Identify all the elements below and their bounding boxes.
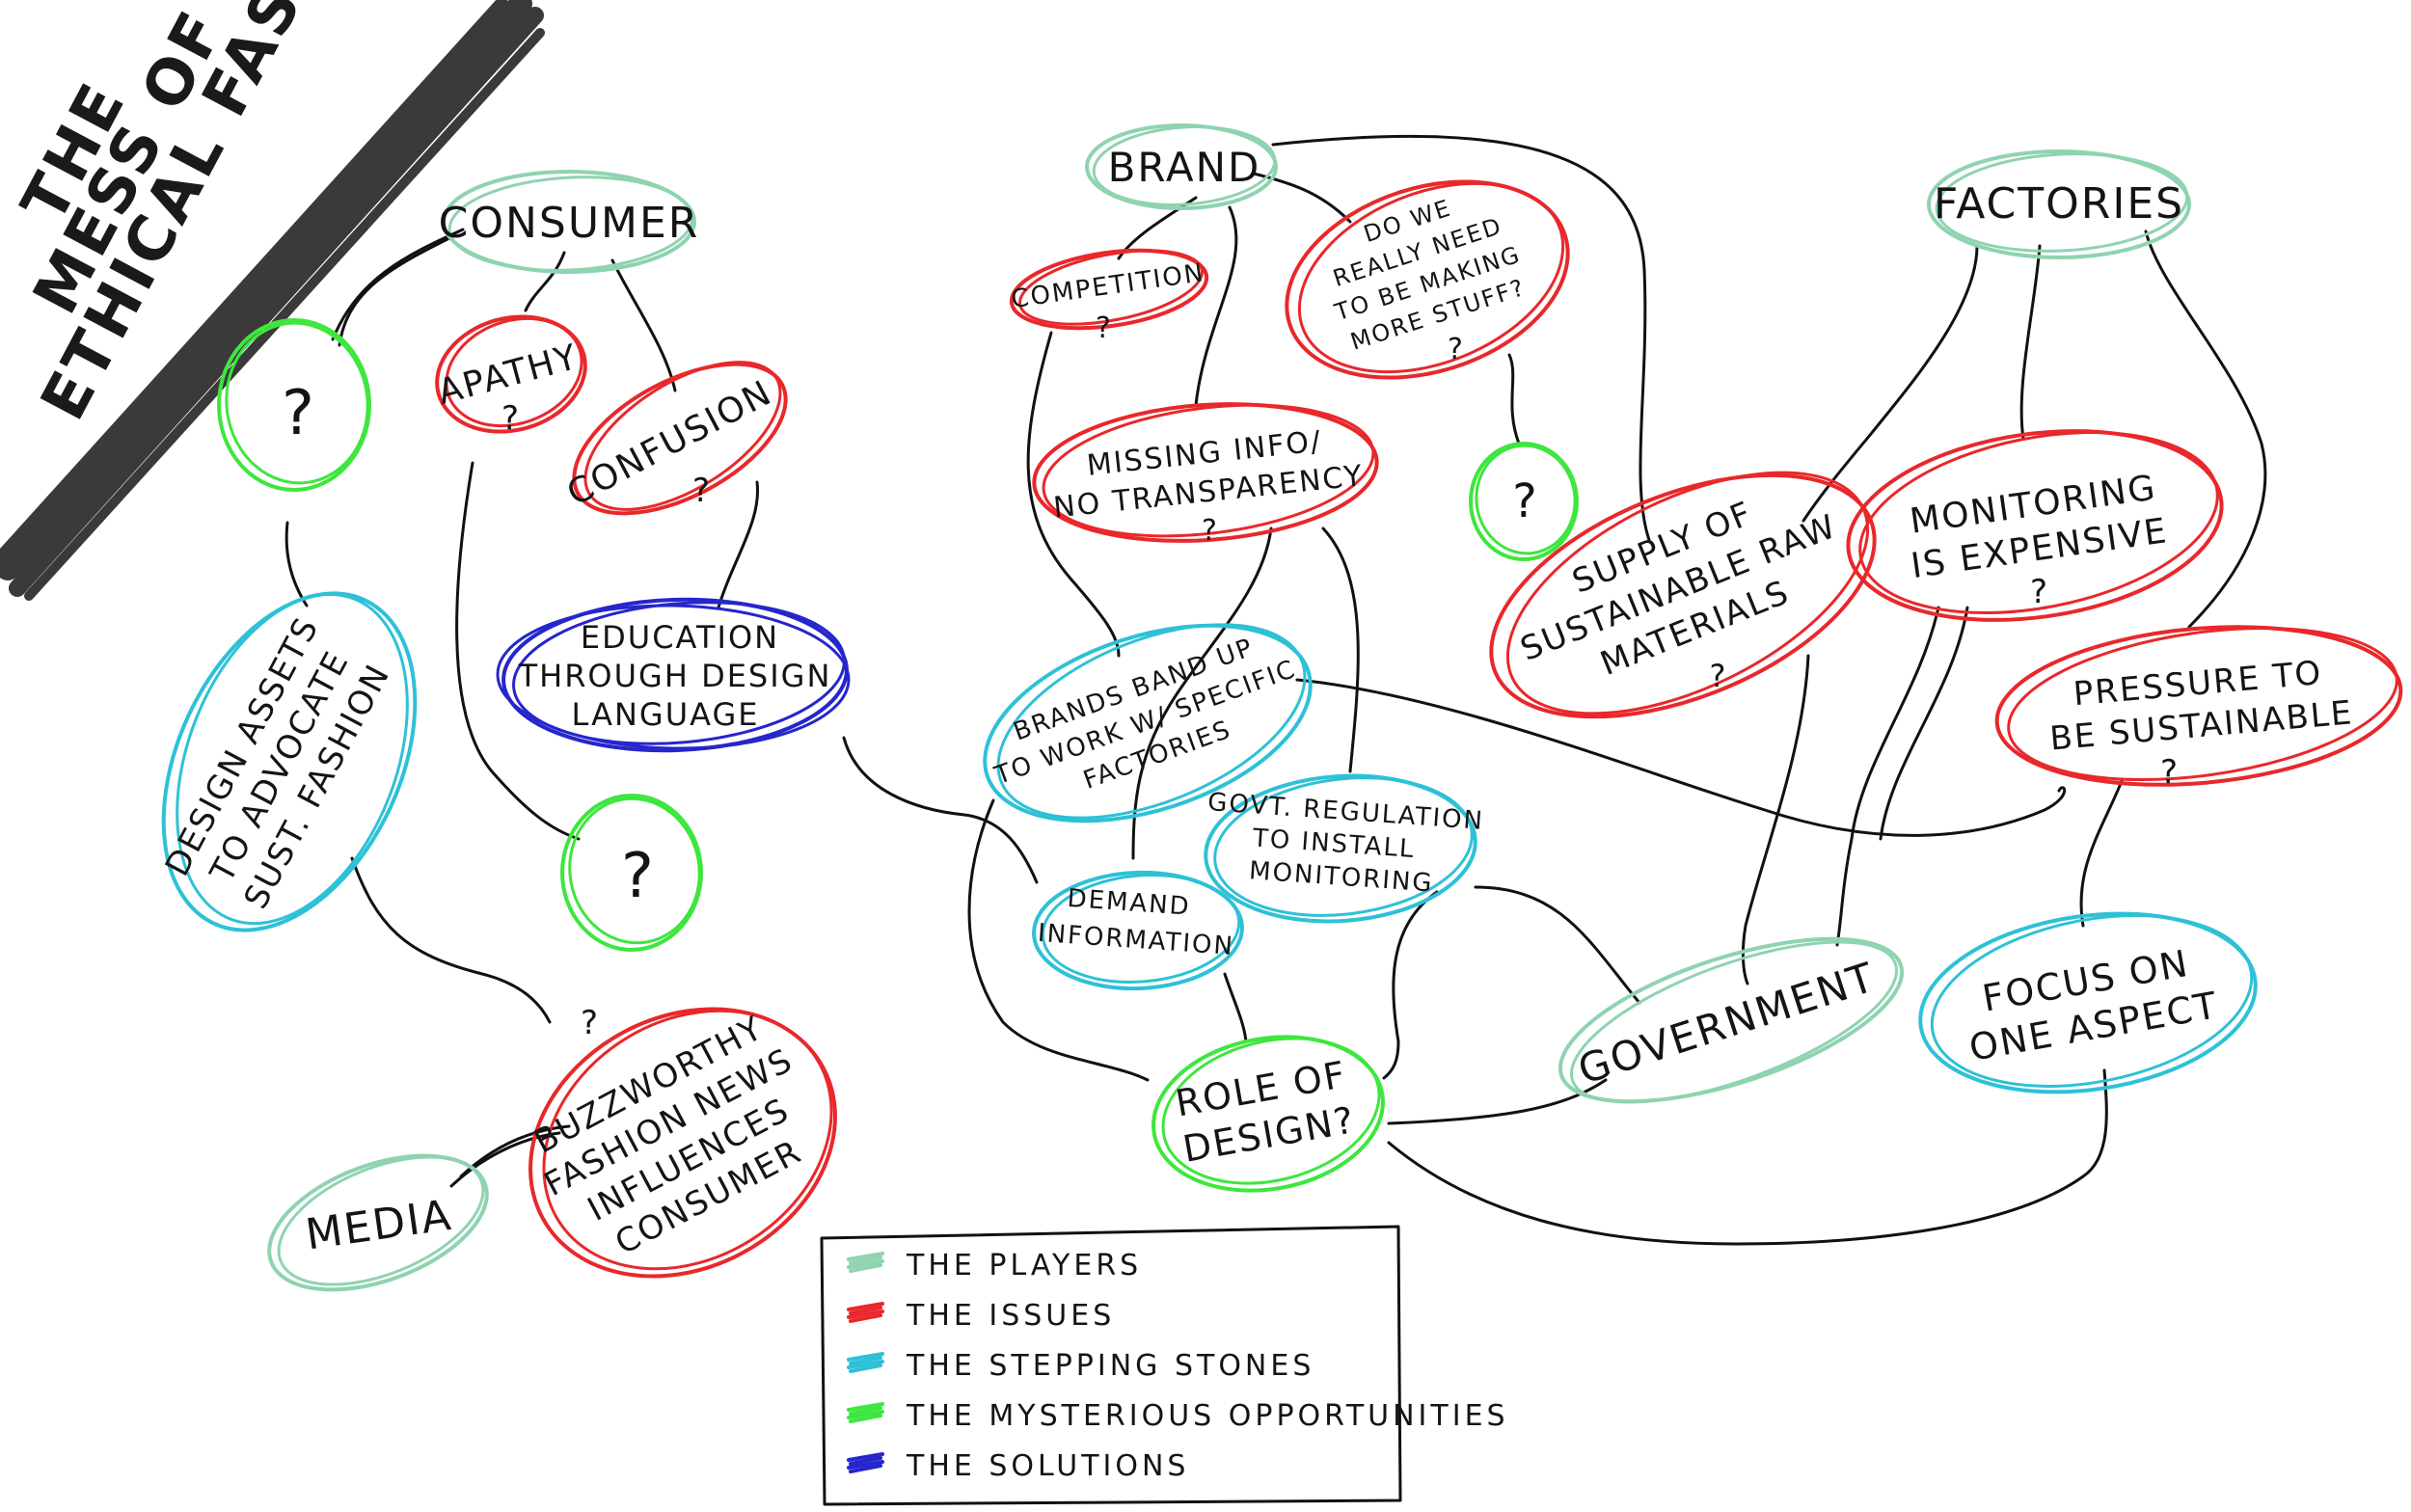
- legend-swatch: [847, 1302, 884, 1323]
- link-competition-brandsband: [1026, 331, 1121, 658]
- supply-question-mark: ?: [1710, 658, 1728, 694]
- link-consumer-qconsumer: [331, 228, 465, 341]
- education-line-1: EDUCATION: [581, 619, 779, 656]
- legend-item: THE PLAYERS: [847, 1249, 1142, 1282]
- legend-label: THE PLAYERS: [906, 1249, 1142, 1282]
- legend: THE PLAYERS THE ISSUES THE STEPPING STONES…: [820, 1225, 1509, 1506]
- link-brand-missinginfo: [1194, 205, 1238, 407]
- link-factories-monitoring: [2019, 244, 2042, 441]
- legend-label: THE MYSTERIOUS OPPORTUNITIES: [906, 1399, 1509, 1433]
- factories-label: FACTORIES: [1934, 179, 2184, 229]
- legend-swatch: [847, 1452, 884, 1473]
- node-confusion: CONFUSION ?: [561, 361, 788, 516]
- legend-label: THE SOLUTIONS: [906, 1449, 1189, 1483]
- q-brand-label: ?: [1512, 474, 1538, 528]
- link-consumer-qconsumer-2: [338, 234, 455, 347]
- title-band-scribble: [0, 0, 545, 601]
- link-missinginfo-demandinfo: [1131, 526, 1273, 860]
- node-factories: FACTORIES: [1927, 149, 2191, 259]
- node-competition: COMPETITION ?: [1010, 248, 1209, 345]
- buzzworthy-question-mark: ?: [581, 1004, 600, 1042]
- node-pressure: PRESSURE TO BE SUSTAINABLE ?: [1994, 625, 2403, 792]
- brand-label: BRAND: [1108, 144, 1261, 191]
- demand-info-line-1: DEMAND: [1067, 884, 1192, 922]
- title-banner: THE MESS OF ETHICAL FASHION: [0, 0, 545, 601]
- education-line-3: LANGUAGE: [572, 696, 760, 733]
- node-making-more: DO WE REALLY NEED TO BE MAKING MORE STUF…: [1285, 179, 1570, 380]
- connector-lines: [284, 135, 2267, 1246]
- legend-swatch: [847, 1252, 884, 1273]
- education-line-2: THROUGH DESIGN: [518, 658, 832, 694]
- legend-border: [820, 1225, 1402, 1506]
- legend-item: THE MYSTERIOUS OPPORTUNITIES: [847, 1399, 1509, 1433]
- node-consumer: CONSUMER: [439, 170, 700, 274]
- link-missinginfo-govt: [1321, 526, 1360, 773]
- legend-label: THE ISSUES: [906, 1299, 1115, 1333]
- link-roleofdesign-government: [1387, 1078, 1608, 1125]
- link-roleofdesign-focus: [1387, 1068, 2108, 1246]
- link-pressure-focus: [2079, 779, 2124, 928]
- link-supply-government: [1741, 654, 1810, 986]
- legend-swatch: [847, 1352, 884, 1373]
- link-consumer-apathy: [524, 251, 566, 312]
- node-demand-info: DEMAND INFORMATION: [1032, 870, 1244, 991]
- q-apathy-label: ?: [621, 841, 656, 912]
- node-focus: FOCUS ON ONE ASPECT: [1918, 911, 2258, 1094]
- node-education: EDUCATION THROUGH DESIGN LANGUAGE: [496, 597, 851, 753]
- pressure-question-mark: ?: [2160, 753, 2180, 792]
- media-label: MEDIA: [303, 1191, 455, 1260]
- legend-label: THE STEPPING STONES: [906, 1349, 1314, 1383]
- link-brandsband-roleofdesign: [967, 798, 1150, 1082]
- link-brand-supply: [1271, 135, 1651, 542]
- link-factories-supply: [1801, 244, 1979, 523]
- link-designassets-buzzworthy: [350, 856, 552, 1024]
- node-design-assets: DESIGN ASSETS TO ADVOCATE SUST. FASHION: [158, 591, 418, 932]
- confusion-label: CONFUSION: [561, 373, 779, 514]
- monitoring-question-mark: ?: [2030, 573, 2049, 611]
- link-apathy-qapathy: [455, 461, 581, 841]
- node-govt-regulation: GOVT. REGULATION TO INSTALL MONITORING: [1204, 773, 1485, 924]
- link-confusion-education: [717, 480, 760, 609]
- making-more-question-mark: ?: [1448, 333, 1465, 366]
- node-role-of-design: ROLE OF DESIGN?: [1151, 1035, 1385, 1193]
- apathy-question-mark: ?: [501, 399, 521, 438]
- competition-question-mark: ?: [1096, 311, 1113, 345]
- legend-item: THE STEPPING STONES: [847, 1349, 1314, 1383]
- node-media: MEDIA: [267, 1153, 489, 1292]
- link-factories-pressure: [2144, 230, 2267, 629]
- link-monitoring-government-2: [1879, 606, 1969, 841]
- node-missing-info: MISSING INFO/ NO TRANSPARENCY ?: [1032, 402, 1379, 548]
- confusion-question-mark: ?: [692, 472, 712, 510]
- node-monitoring: MONITORING IS EXPENSIVE ?: [1846, 429, 2224, 622]
- link-education-roleofdesign: [842, 736, 1039, 884]
- missing-info-question-mark: ?: [1202, 514, 1219, 548]
- legend-item: THE SOLUTIONS: [847, 1449, 1189, 1483]
- government-label: GOVERNMENT: [1572, 953, 1881, 1094]
- link-monitoring-government: [1835, 606, 1940, 947]
- node-q-brand: ?: [1469, 442, 1579, 561]
- legend-swatch: [847, 1402, 884, 1423]
- link-consumer-confusion: [610, 258, 677, 392]
- node-brand: BRAND: [1085, 123, 1278, 210]
- link-brandsband-pressure: [1295, 678, 2067, 837]
- consumer-label: CONSUMER: [439, 199, 700, 248]
- node-apathy: APATHY ?: [434, 314, 587, 438]
- link-qconsumer-designassets: [284, 521, 309, 608]
- link-demandinfo-roleofdesign: [1223, 972, 1248, 1043]
- q-consumer-label: ?: [282, 378, 316, 449]
- node-q-apathy: ?: [560, 794, 703, 952]
- demand-info-line-2: INFORMATION: [1037, 919, 1235, 961]
- link-makingmore-qbrand: [1507, 353, 1521, 446]
- link-govtreg-government: [1474, 885, 1641, 1005]
- legend-item: THE ISSUES: [847, 1299, 1115, 1333]
- node-q-consumer: ?: [217, 318, 371, 492]
- link-govtreg-roleofdesign: [1382, 890, 1439, 1080]
- node-government: GOVERNMENT: [1558, 936, 1905, 1104]
